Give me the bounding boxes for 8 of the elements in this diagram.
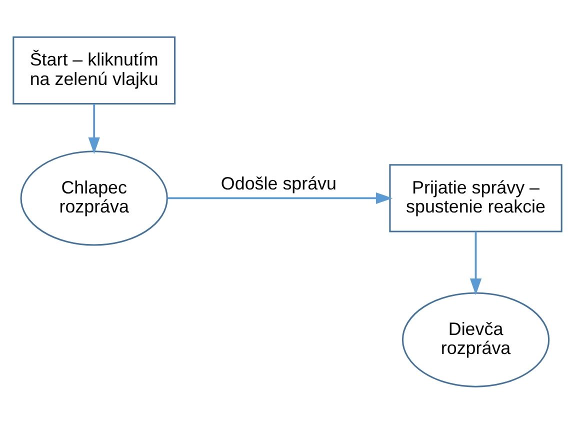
arrow	[168, 192, 393, 204]
edge-label: Odošle správu	[220, 172, 336, 193]
arrow	[470, 231, 482, 295]
arrow	[88, 103, 100, 154]
node-box: Prijatie správy – spustenie reakcie	[389, 164, 562, 232]
node-ellipse: Chlapec rozpráva	[20, 150, 168, 246]
node-ellipse: Dievča rozpráva	[402, 292, 550, 387]
node-box: Štart – kliknutím na zelenú vlajku	[12, 36, 176, 104]
